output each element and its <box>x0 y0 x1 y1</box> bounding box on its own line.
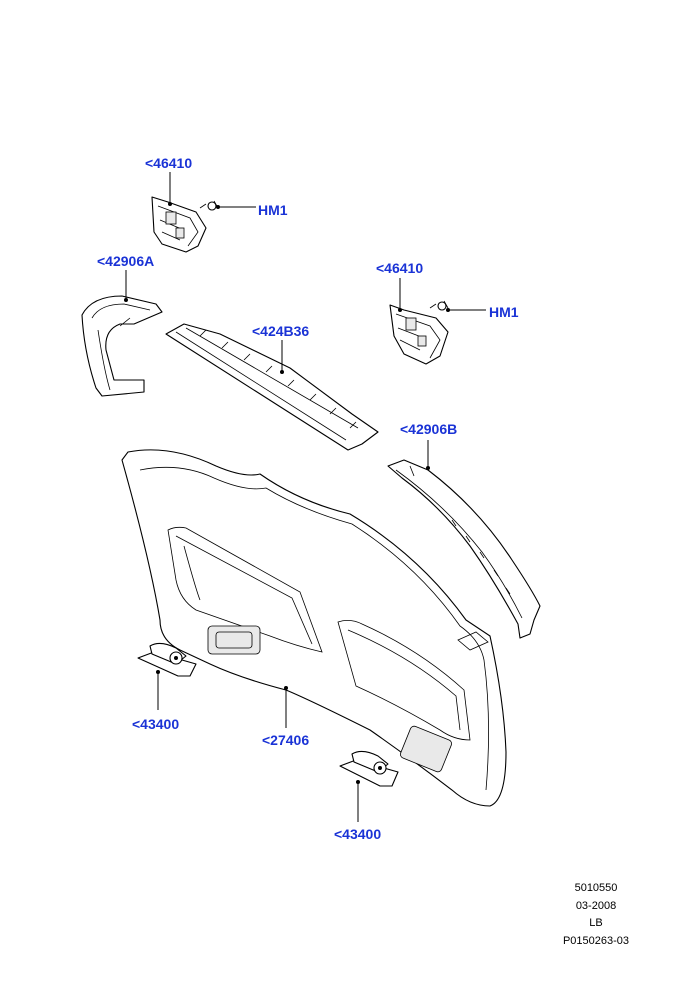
clip-left <box>137 642 197 677</box>
label-trim-left: <42906A <box>97 253 155 269</box>
footer-drawing-id: P0150263-03 <box>562 935 630 947</box>
label-clip-right: <43400 <box>334 826 382 842</box>
trim-right <box>387 459 541 639</box>
clip-right <box>339 750 399 787</box>
leader-lines-right <box>398 278 486 312</box>
label-header-trim: <424B36 <box>252 323 310 339</box>
leader-line-clip-left <box>156 670 160 710</box>
screw-top-left <box>199 200 219 211</box>
trim-left <box>81 295 163 397</box>
label-bracket-top-left: <46410 <box>145 155 193 171</box>
label-clip-left: <43400 <box>132 716 180 732</box>
main-panel <box>121 449 507 807</box>
footer-model-code: LB <box>589 917 603 929</box>
label-trim-right: <42906B <box>400 421 458 437</box>
bracket-right <box>389 304 449 365</box>
leader-line-main-panel <box>284 686 288 728</box>
leader-line-clip-right <box>356 780 360 822</box>
footer-ref-number: 5010550 <box>574 882 618 894</box>
label-screw-right: HM1 <box>489 304 519 320</box>
screw-right <box>429 300 449 311</box>
footer-date: 03-2008 <box>575 900 617 912</box>
leader-line-trim-left <box>124 270 128 302</box>
leader-lines-top-left <box>168 172 256 209</box>
bracket-top-left <box>151 196 207 253</box>
label-main-panel: <27406 <box>262 732 310 748</box>
leader-line-header-trim <box>280 340 284 374</box>
label-screw-top-left: HM1 <box>258 202 288 218</box>
leader-line-trim-right <box>426 440 430 470</box>
label-bracket-right: <46410 <box>376 260 424 276</box>
header-trim <box>165 323 379 451</box>
